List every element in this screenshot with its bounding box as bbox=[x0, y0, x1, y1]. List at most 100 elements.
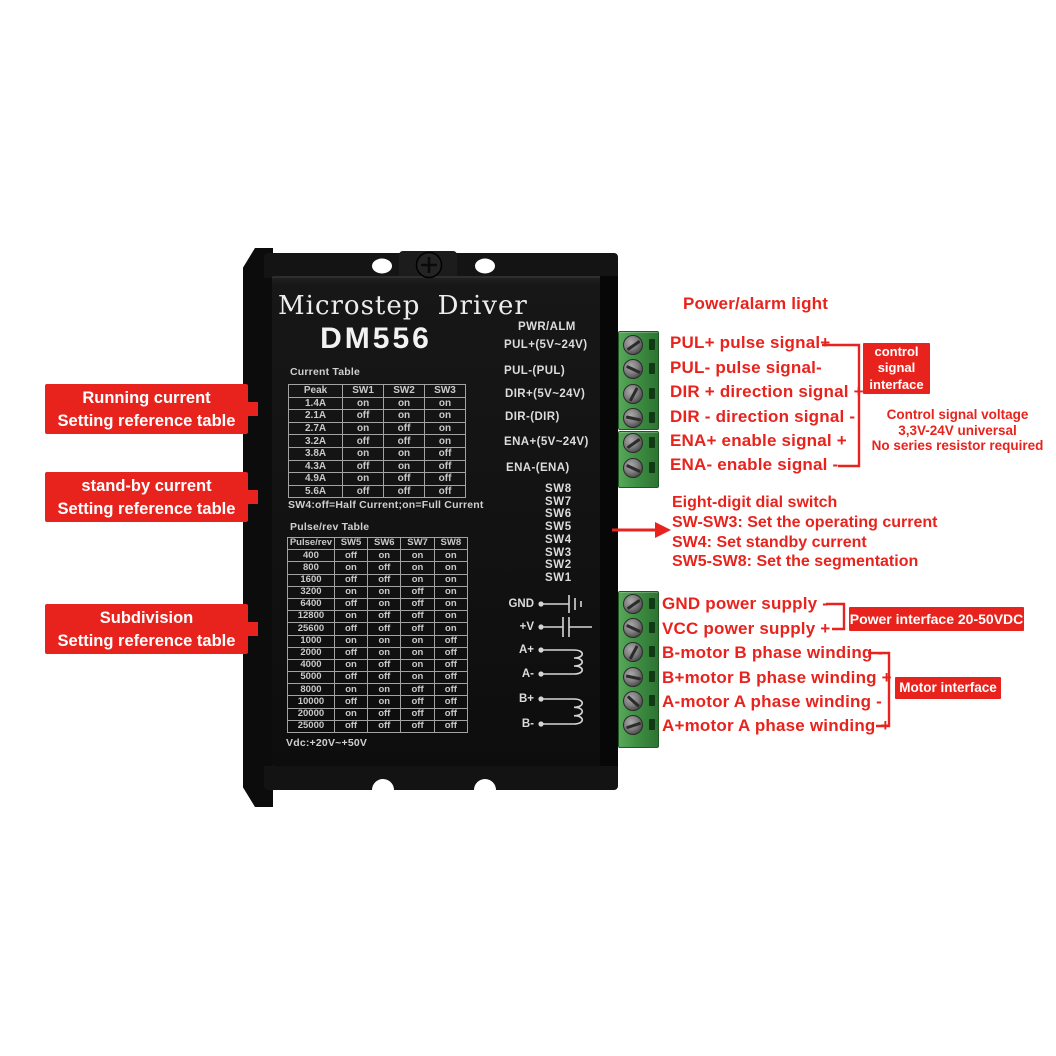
dial-switch-line3: SW5-SW8: Set the segmentation bbox=[672, 553, 919, 570]
table-cell: 1.4A bbox=[287, 396, 344, 411]
table-cell: on bbox=[342, 396, 385, 411]
dial-switch-line2: SW4: Set standby current bbox=[672, 534, 867, 551]
wire-slot bbox=[649, 339, 655, 350]
callout-line: stand-by current bbox=[81, 477, 212, 495]
table-cell: on bbox=[400, 634, 435, 648]
port-label-vplus: +V bbox=[519, 621, 534, 633]
table-cell: on bbox=[333, 634, 369, 648]
wire-slot bbox=[649, 412, 655, 423]
note-line: No series resistor required bbox=[871, 438, 1044, 453]
table-cell: 2.7A bbox=[287, 421, 344, 436]
annot-dir-plus: DIR + direction signal + bbox=[670, 382, 864, 401]
table-cell: on bbox=[333, 658, 369, 673]
dial-switch-arrow bbox=[612, 522, 671, 538]
table-cell: on bbox=[342, 446, 385, 461]
port-label-ena-minus: ENA-(ENA) bbox=[506, 462, 570, 474]
table-cell: 800 bbox=[287, 561, 335, 575]
table-cell: on bbox=[333, 585, 369, 599]
table-header-cell: SW5 bbox=[333, 536, 369, 551]
table-cell: 3.8A bbox=[287, 446, 344, 461]
wire-slot bbox=[649, 437, 655, 448]
wire-slot bbox=[649, 363, 655, 374]
table-cell: on bbox=[400, 658, 435, 673]
table-cell: off bbox=[424, 459, 466, 474]
driver-bottom-plate bbox=[264, 766, 618, 790]
callout-subdivision: Subdivision Setting reference table bbox=[45, 604, 248, 654]
table-cell: off bbox=[367, 622, 402, 636]
table-cell: on bbox=[367, 683, 402, 697]
table-cell: off bbox=[424, 446, 466, 461]
table-cell: on bbox=[367, 549, 402, 563]
dial-switch-line1: SW-SW3: Set the operating current bbox=[672, 514, 938, 531]
wire-slot bbox=[649, 388, 655, 399]
table-cell: off bbox=[367, 671, 402, 685]
driver-model: DM556 bbox=[320, 322, 432, 355]
wire-slot bbox=[649, 646, 655, 657]
screw-slot bbox=[625, 721, 641, 729]
wire-slot bbox=[649, 671, 655, 682]
table-cell: off bbox=[333, 671, 369, 685]
table-cell: on bbox=[367, 634, 402, 648]
table-cell: 400 bbox=[287, 549, 335, 563]
table-cell: off bbox=[424, 472, 466, 486]
terminal-screw-icon bbox=[623, 618, 643, 638]
table-cell: on bbox=[433, 585, 469, 599]
table-cell: on bbox=[400, 671, 435, 685]
table-cell: on bbox=[400, 561, 435, 575]
port-label-gnd: GND bbox=[508, 598, 534, 610]
table-cell: on bbox=[333, 610, 369, 624]
table-cell: off bbox=[333, 597, 369, 612]
terminal-block bbox=[618, 591, 659, 748]
screw-slot bbox=[626, 598, 640, 610]
wire-slot bbox=[649, 598, 655, 609]
table-cell: off bbox=[333, 573, 369, 587]
mounting-flange bbox=[243, 248, 273, 807]
table-cell: off bbox=[342, 484, 385, 499]
table-cell: off bbox=[400, 695, 435, 709]
table-cell: 5.6A bbox=[287, 484, 344, 499]
table-cell: off bbox=[433, 707, 469, 721]
table-header-cell: SW2 bbox=[383, 384, 426, 398]
table-cell: on bbox=[342, 472, 385, 486]
table-cell: on bbox=[367, 597, 402, 612]
terminal-screw-icon bbox=[623, 335, 643, 355]
port-label-a-plus: A+ bbox=[518, 644, 534, 656]
terminal-screw-icon bbox=[623, 384, 643, 404]
screw-slot bbox=[628, 644, 638, 660]
table-cell: off bbox=[383, 421, 426, 436]
screw-slot bbox=[625, 415, 641, 421]
screw-slot bbox=[625, 463, 641, 473]
screw-slot bbox=[628, 386, 638, 402]
current-table-caption: Current Table bbox=[290, 366, 361, 378]
table-cell: off bbox=[367, 561, 402, 575]
port-label-pul-minus: PUL-(PUL) bbox=[504, 365, 566, 377]
port-label-b-plus: B+ bbox=[518, 693, 534, 705]
table-cell: on bbox=[424, 396, 466, 411]
table-cell: off bbox=[333, 695, 369, 709]
table-cell: off bbox=[342, 459, 385, 474]
annot-a-plus: A+motor A phase winding + bbox=[662, 716, 891, 735]
table-cell: off bbox=[424, 484, 466, 499]
callout-stub bbox=[248, 402, 258, 416]
callout-line: Running current bbox=[82, 389, 211, 407]
table-cell: on bbox=[424, 409, 466, 423]
terminal-screw-icon bbox=[623, 667, 643, 687]
wire-slot bbox=[649, 622, 655, 633]
annot-pul-minus: PUL- pulse signal- bbox=[670, 358, 822, 377]
note-line: 3,3V-24V universal bbox=[898, 422, 1017, 438]
table-cell: on bbox=[333, 561, 369, 575]
table-cell: 2.1A bbox=[287, 409, 344, 423]
table-cell: off bbox=[400, 707, 435, 721]
table-cell: off bbox=[367, 707, 402, 721]
